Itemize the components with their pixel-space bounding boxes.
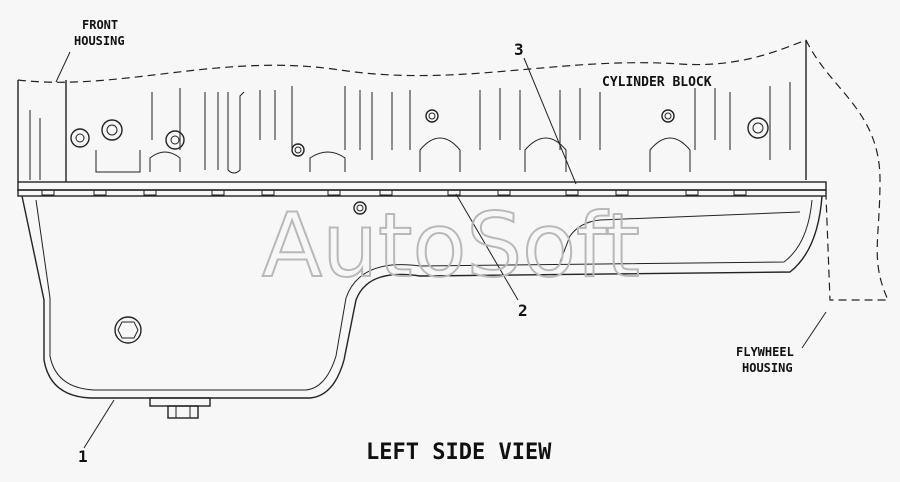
front-housing-label-line1: FRONT [82,18,118,32]
oil-pan-body [21,195,823,399]
watermark-text: AutoSoft [262,194,640,297]
oil-pan-rib [559,211,801,263]
side-plug-hex [117,321,139,339]
callout-2: 2 [518,301,528,320]
callout-1: 1 [78,447,88,466]
callout-3-leader [523,57,577,185]
flange-bolts [41,189,747,196]
drain-plug-boss [149,397,211,407]
flywheel-housing-label-line1: FLYWHEEL [736,345,794,359]
callout-1-leader [83,399,115,449]
cylinder-block-ribs [29,82,791,180]
flywheel-housing-label-line2: HOUSING [742,361,793,375]
cylinder-block-label: CYLINDER BLOCK [602,75,712,90]
pan-bolt [353,201,367,215]
callout-3: 3 [514,40,524,59]
oil-pan-flange [17,189,827,197]
block-bosses [70,109,769,173]
front-housing-label-line2: HOUSING [74,34,125,48]
front-housing-leader [55,51,71,83]
side-plug [114,316,142,344]
callout-2-leader [455,193,519,301]
cylinder-block-break-line [17,39,807,83]
flywheel-housing-leader [801,311,827,349]
drain-plug [167,405,199,419]
oil-pan-inner-contour [35,199,813,391]
flywheel-housing-edge [805,39,889,301]
view-title: LEFT SIDE VIEW [366,440,552,465]
oil-pan-gasket [17,181,827,191]
